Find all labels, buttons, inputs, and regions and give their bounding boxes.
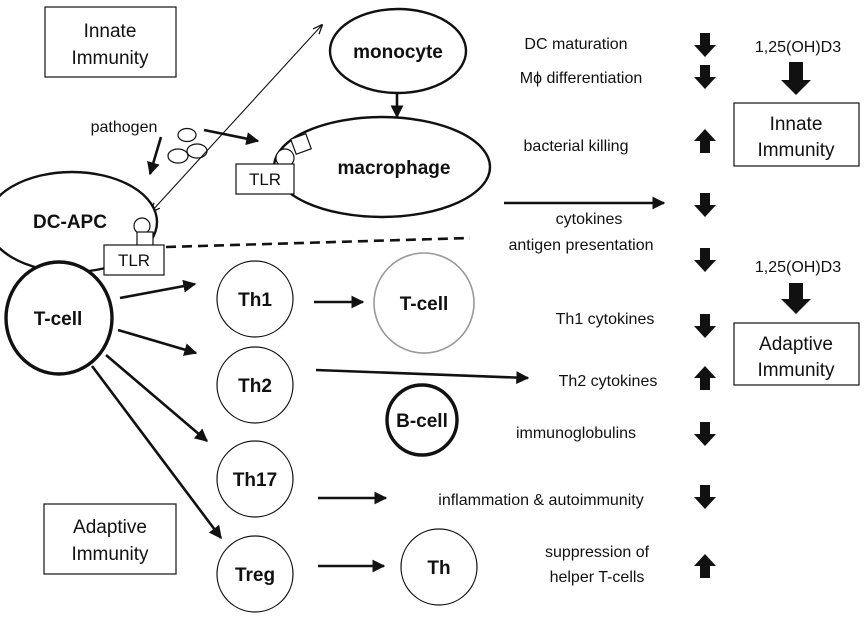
vitd-label-top: 1,25(OH)D3 <box>755 39 841 56</box>
effect-suppression-line1: suppression of <box>545 544 650 561</box>
tcell-to-th2-arrow <box>117 328 198 356</box>
innate-effect-line1: Innate <box>770 114 823 135</box>
innate-effect-box: Innate Immunity <box>733 102 860 167</box>
b-cell-label: B-cell <box>396 411 448 432</box>
effect-dc-maturation: DC maturation <box>524 36 627 53</box>
effect-mphi-differentiation: Mϕ differentiation <box>520 70 643 87</box>
adaptive-effect-box: Adaptive Immunity <box>733 322 860 386</box>
vitd-down-arrow-top <box>781 62 811 95</box>
th17-label: Th17 <box>233 470 277 491</box>
th1-label: Th1 <box>238 290 272 311</box>
monocyte-label: monocyte <box>353 42 443 63</box>
adaptive-immunity-box: Adaptive Immunity <box>43 503 177 575</box>
effect-inflammation-autoimmunity: inflammation & autoimmunity <box>438 492 643 509</box>
pathogen-to-dc-arrow <box>147 136 163 176</box>
th2-cell: Th2 <box>216 346 294 424</box>
effect-bacterial-killing: bacterial killing <box>524 138 629 155</box>
innate-adaptive-divider <box>165 236 471 249</box>
pathogen-label: pathogen <box>91 119 158 136</box>
treg-cell: Treg <box>216 535 294 613</box>
th17-cell: Th17 <box>216 440 294 518</box>
up-arrow-icon-bacterial-killing <box>694 129 716 153</box>
tcell-to-treg-arrow <box>90 365 223 540</box>
tlr-macrophage: TLR <box>235 163 295 195</box>
tlr-dc: TLR <box>103 244 165 276</box>
tlr-dc-label: TLR <box>118 251 150 270</box>
down-arrow-icon-immunoglobulins <box>694 422 716 446</box>
pathogen-to-macrophage-arrow <box>203 128 260 146</box>
innate-box-line2: Immunity <box>71 48 149 69</box>
down-arrow-icon-inflammation <box>694 485 716 509</box>
monocyte-cell: monocyte <box>328 7 468 95</box>
effect-suppression-line2: helper T-cells <box>550 569 645 586</box>
tcell-to-th1-arrow <box>119 279 197 300</box>
macrophage-cell: macrophage <box>272 115 492 219</box>
up-arrow-icon-th2-cytokines <box>694 366 716 390</box>
th2-label: Th2 <box>238 376 272 397</box>
th-out-cell: Th <box>400 528 478 606</box>
down-arrow-icon-cytokines <box>694 193 716 217</box>
macrophage-label: macrophage <box>338 158 451 179</box>
t-cell-main: T-cell <box>4 260 114 376</box>
t-cell-main-label: T-cell <box>34 309 83 330</box>
adaptive-box-line1: Adaptive <box>73 517 147 538</box>
down-arrow-icon-dc-maturation <box>694 33 716 57</box>
adaptive-box-line2: Immunity <box>71 544 149 565</box>
effect-th2-cytokines: Th2 cytokines <box>559 373 658 390</box>
treg-label: Treg <box>235 565 275 586</box>
innate-box-line1: Innate <box>84 21 137 42</box>
effect-th1-cytokines: Th1 cytokines <box>556 311 655 328</box>
innate-effect-line2: Immunity <box>757 140 835 161</box>
dc-monocyte-double-arrow <box>151 25 322 212</box>
t-cell-out: T-cell <box>373 252 475 354</box>
vitd-label-bottom: 1,25(OH)D3 <box>755 259 841 276</box>
t-cell-out-label: T-cell <box>400 294 449 315</box>
effect-antigen-presentation: antigen presentation <box>509 237 654 254</box>
tcell-to-th17-arrow <box>105 354 208 442</box>
down-arrow-icon-mphi-differentiation <box>694 65 716 89</box>
effect-direction-arrows <box>694 33 716 578</box>
down-arrow-icon-antigen-presentation <box>694 248 716 272</box>
adaptive-effect-line2: Immunity <box>757 360 835 381</box>
th-out-label: Th <box>427 558 450 579</box>
dc-apc-label: DC-APC <box>33 212 107 233</box>
dc-receptor-icon <box>133 217 154 247</box>
effect-immunoglobulins: immunoglobulins <box>516 425 636 442</box>
adaptive-effect-line1: Adaptive <box>759 334 833 355</box>
effect-cytokines: cytokines <box>556 211 623 228</box>
vitd-down-arrow-bottom <box>781 283 811 314</box>
th1-cell: Th1 <box>216 260 294 338</box>
th2-to-th2-cytokines-arrow <box>315 368 530 385</box>
innate-immunity-box: Innate Immunity <box>44 6 177 78</box>
up-arrow-icon-suppression-helper-t <box>694 554 716 578</box>
down-arrow-icon-th1-cytokines <box>694 314 716 338</box>
b-cell: B-cell <box>385 383 459 457</box>
tlr-macrophage-label: TLR <box>249 170 281 189</box>
